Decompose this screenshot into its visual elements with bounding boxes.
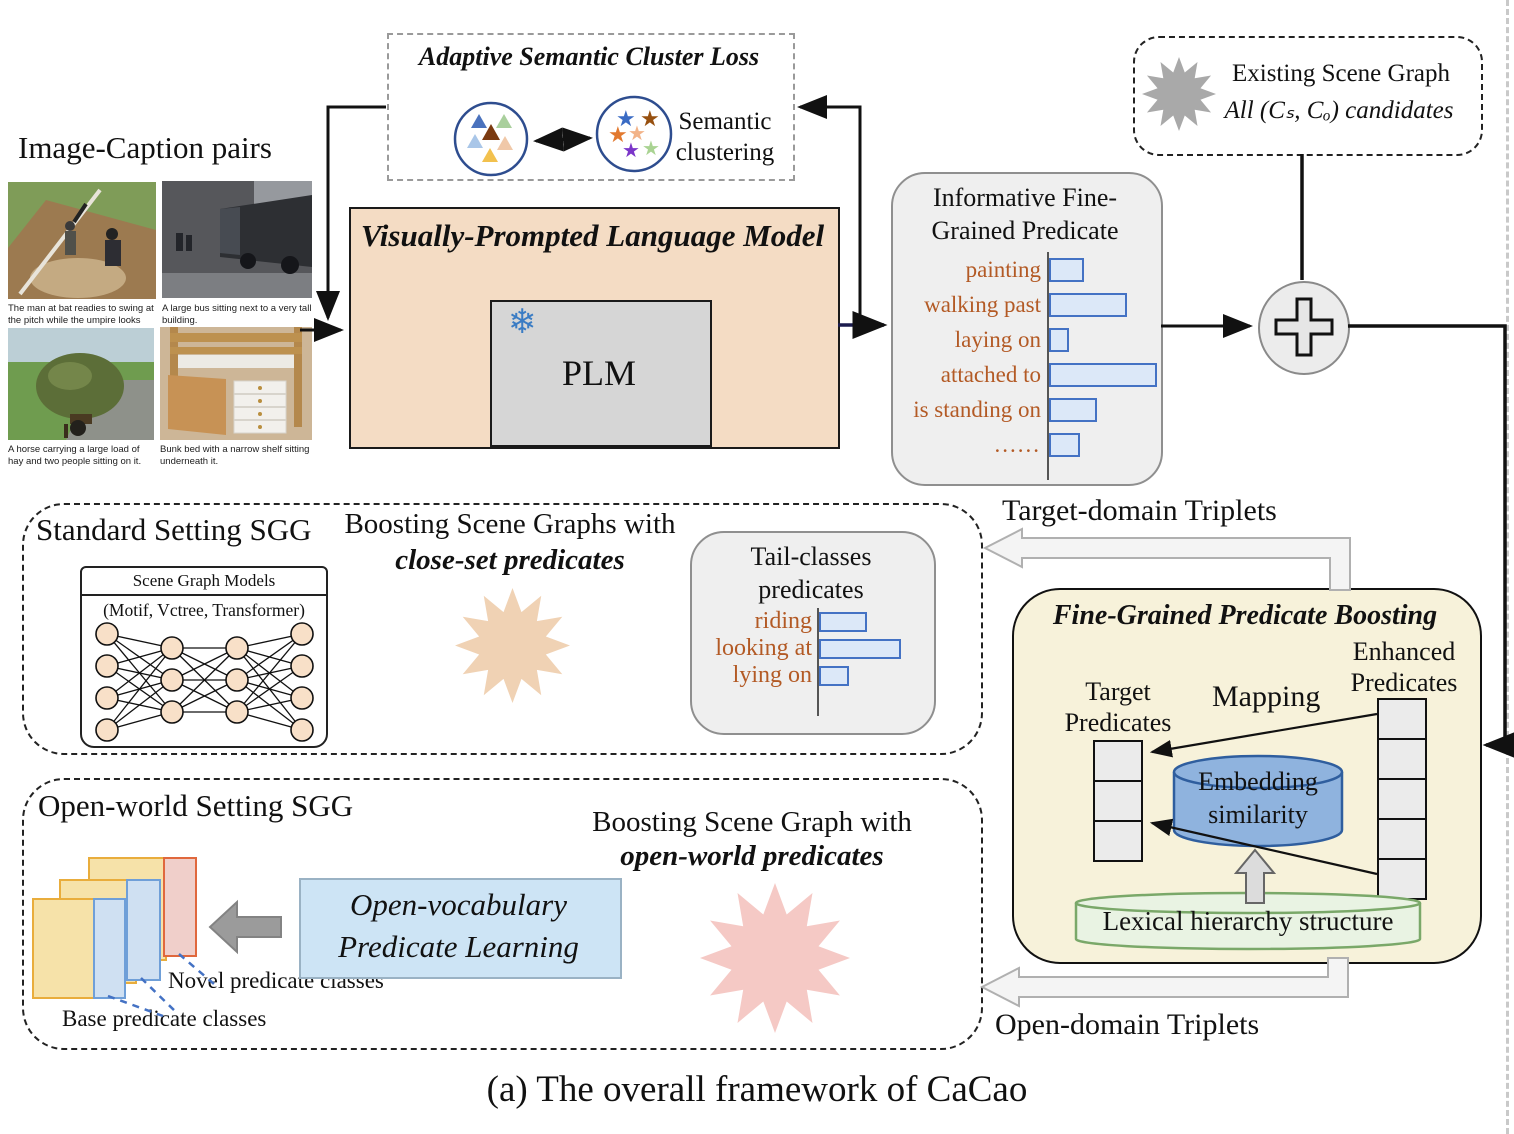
predicate-bar <box>1049 363 1157 387</box>
enhanced-predicates-label: Enhanced Predicates <box>1350 637 1458 698</box>
enhanced-predicates-stack <box>1377 698 1427 900</box>
star-cluster-icon: ★ ★ ★ ★ ★ ★ <box>594 94 674 174</box>
base-class-sheet-blue <box>93 898 126 999</box>
scene-graph-models-header: Scene Graph Models <box>82 568 326 596</box>
lexical-hierarchy-label: Lexical hierarchy structure <box>1102 906 1394 936</box>
base-class-sheet-blue <box>126 879 161 981</box>
tail-label: lying on <box>732 662 812 688</box>
target-predicates-stack <box>1093 740 1143 862</box>
hollow-arrow-open-domain <box>979 957 1349 1008</box>
svg-text:★: ★ <box>622 140 640 162</box>
standard-sgg-title: Standard Setting SGG <box>36 512 312 547</box>
embedding-similarity-label: Embedding similarity <box>1198 767 1318 829</box>
photo-haycart <box>8 328 154 440</box>
predicate-bar <box>1049 328 1069 352</box>
svg-text:★: ★ <box>628 123 646 145</box>
predicate-bar <box>1049 433 1080 457</box>
cluster-loss-title: Adaptive Semantic Cluster Loss <box>418 42 760 71</box>
tail-bar <box>819 612 867 632</box>
boost-close-set-line2: close-set predicates <box>395 544 625 576</box>
plus-icon <box>1274 297 1334 357</box>
bunkbed-photo-graphic <box>160 327 312 440</box>
tail-bar <box>819 666 849 686</box>
open-domain-triplets-label: Open-domain Triplets <box>995 1008 1260 1041</box>
tail-classes-title: Tail-classes predicates <box>750 542 872 604</box>
pink-starburst-icon <box>700 883 850 1033</box>
predicate-cell <box>1379 820 1425 860</box>
hollow-arrow-target-domain <box>982 527 1351 591</box>
predicate-bar <box>1049 293 1127 317</box>
boost-close-set-line1: Boosting Scene Graphs with <box>344 508 676 540</box>
predicate-bar <box>1049 258 1084 282</box>
mapping-label: Mapping <box>1212 680 1321 713</box>
plm-label: PLM <box>561 353 637 393</box>
tail-bar <box>819 639 901 659</box>
predicate-label: is standing on <box>913 397 1041 422</box>
triangle-cluster-icon <box>452 100 530 178</box>
scene-graph-models-box: Scene Graph Models (Motif, Vctree, Trans… <box>80 566 328 748</box>
svg-text:★: ★ <box>616 106 636 131</box>
predicate-cell <box>1095 782 1141 822</box>
novel-class-sheet <box>163 857 197 957</box>
photo-caption-bunkbed: Bunk bed with a narrow shelf sitting und… <box>160 444 310 468</box>
predicate-label: laying on <box>954 327 1041 352</box>
snowflake-icon: ❄ <box>508 304 537 341</box>
predicate-label: attached to <box>940 362 1041 387</box>
target-predicates-label: Target Predicates <box>1064 677 1172 738</box>
open-vocabulary-label: Open-vocabulary Predicate Learning <box>338 887 579 964</box>
image-caption-pairs-title: Image-Caption pairs <box>18 130 272 165</box>
neural-network-graphic <box>95 622 314 742</box>
tail-classes-bar-chart: riding looking at lying on <box>700 608 901 716</box>
predicate-cell <box>1095 742 1141 782</box>
target-domain-triplets-label: Target-domain Triplets <box>1002 494 1277 527</box>
photo-bunkbed <box>160 327 312 440</box>
informative-bar-chart: painting walking past laying on attached… <box>901 252 1157 480</box>
existing-sg-line1: Existing Scene Graph <box>1231 60 1450 87</box>
photo-bus <box>162 181 312 298</box>
svg-text:★: ★ <box>608 122 628 147</box>
adaptive-semantic-cluster-loss-box <box>387 33 795 181</box>
tail-classes-box <box>690 531 936 735</box>
photo-caption-bus: A large bus sitting next to a very tall … <box>162 303 312 327</box>
predicate-cell <box>1379 780 1425 820</box>
boosting-title: Fine-Grained Predicate Boosting <box>1052 600 1438 631</box>
photo-caption-haycart: A horse carrying a large load of hay and… <box>8 444 142 468</box>
boost-open-world-line1: Boosting Scene Graph with <box>592 806 912 838</box>
scene-graph-models-list: (Motif, Vctree, Transformer) <box>103 600 305 620</box>
boost-open-world-line2: open-world predicates <box>620 840 884 872</box>
predicate-cell <box>1379 740 1425 780</box>
existing-sg-line2: All (Cₛ, Cₒ) candidates <box>1224 97 1454 124</box>
haycart-photo-graphic <box>8 328 154 440</box>
informative-predicate-box <box>891 172 1163 486</box>
vplm-title: Visually-Prompted Language Model <box>360 218 825 253</box>
svg-text:★: ★ <box>642 138 660 160</box>
predicate-ellipsis: ...... <box>994 432 1041 457</box>
predicate-label: walking past <box>924 292 1041 317</box>
predicate-bar <box>1049 398 1097 422</box>
baseball-photo-graphic <box>8 182 156 299</box>
open-vocabulary-predicate-learning-box <box>299 878 622 979</box>
gray-starburst-icon <box>1142 52 1216 136</box>
peach-starburst-icon <box>455 588 570 703</box>
open-world-title: Open-world Setting SGG <box>38 788 354 823</box>
predicate-label: painting <box>965 257 1041 282</box>
figure-caption: (a) The overall framework of CaCao <box>486 1069 1028 1110</box>
informative-title: Informative Fine-Grained Predicate <box>931 183 1119 245</box>
base-predicate-classes-label: Base predicate classes <box>62 1006 267 1031</box>
predicate-cell <box>1095 822 1141 860</box>
plm-box <box>490 300 712 447</box>
page-edge-dashed-line <box>1506 0 1509 1134</box>
fusion-plus-node <box>1258 281 1350 375</box>
svg-text:★: ★ <box>640 106 660 131</box>
tail-label: looking at <box>715 635 812 661</box>
tail-label: riding <box>754 608 812 634</box>
bus-photo-graphic <box>162 181 312 298</box>
semantic-clustering-label: Semantic clustering <box>675 108 775 167</box>
predicate-cell <box>1379 700 1425 740</box>
photo-baseball <box>8 182 156 299</box>
